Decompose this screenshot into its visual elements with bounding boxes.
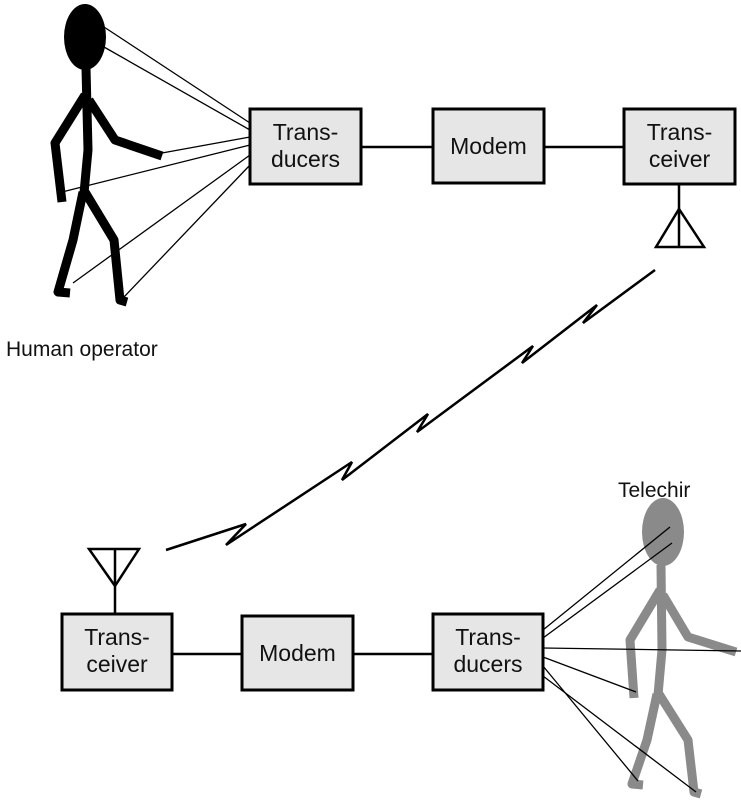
- human-operator-label: Human operator: [6, 338, 158, 361]
- telechir-leg-left: [627, 693, 662, 790]
- top-transceiver-label-line2: ceiver: [649, 146, 711, 172]
- telechir-actuator-wires: [542, 526, 741, 793]
- bottom-antenna-icon: [86, 547, 142, 614]
- top-transducers-box: Trans- ducers: [248, 107, 363, 186]
- top-antenna-icon: [653, 184, 707, 249]
- wire: [161, 136, 251, 154]
- bottom-transceiver-label-line1: Trans-: [84, 624, 150, 650]
- wire: [103, 46, 251, 131]
- bottom-transceiver-box: Trans- ceiver: [60, 612, 174, 692]
- telechir-figure: [625, 498, 738, 799]
- wire: [123, 164, 251, 298]
- wire: [542, 675, 697, 793]
- telechir-arm-left: [625, 587, 664, 699]
- operator-sensor-wires: [61, 26, 251, 298]
- wire: [72, 154, 251, 284]
- wire: [103, 26, 251, 124]
- bottom-transducers-box: Trans- ducers: [431, 612, 545, 692]
- bottom-transceiver-label-line2: ceiver: [86, 651, 148, 677]
- human-operator-figure: [50, 4, 164, 307]
- top-transceiver-box: Trans- ceiver: [622, 107, 737, 186]
- top-transducers-label-line1: Trans-: [273, 119, 339, 145]
- bottom-modem-box: Modem: [240, 614, 355, 692]
- telechir-torso: [653, 564, 667, 696]
- wire: [542, 665, 639, 782]
- top-transceiver-label-line1: Trans-: [647, 119, 713, 145]
- top-modem-label: Modem: [450, 133, 527, 159]
- top-modem-box: Modem: [431, 107, 546, 185]
- telechir-label: Telechir: [618, 479, 690, 502]
- wire: [542, 647, 741, 652]
- radio-link-zigzag: [165, 268, 656, 552]
- wire: [542, 542, 673, 639]
- bottom-transducers-label-line2: ducers: [453, 651, 522, 677]
- bottom-transducers-label-line1: Trans-: [455, 624, 521, 650]
- operator-head: [64, 4, 106, 70]
- operator-arm-right: [85, 97, 164, 161]
- operator-leg-right: [81, 189, 129, 307]
- operator-arm-left: [50, 92, 89, 203]
- telechir-leg-right: [655, 691, 703, 799]
- wire: [61, 144, 251, 193]
- top-transducers-label-line2: ducers: [271, 146, 340, 172]
- wire: [542, 526, 671, 631]
- operator-leg-left: [53, 191, 88, 298]
- wire: [542, 656, 637, 693]
- telechir-arm-right: [659, 592, 738, 657]
- operator-torso: [79, 67, 93, 194]
- bottom-modem-label: Modem: [259, 640, 336, 666]
